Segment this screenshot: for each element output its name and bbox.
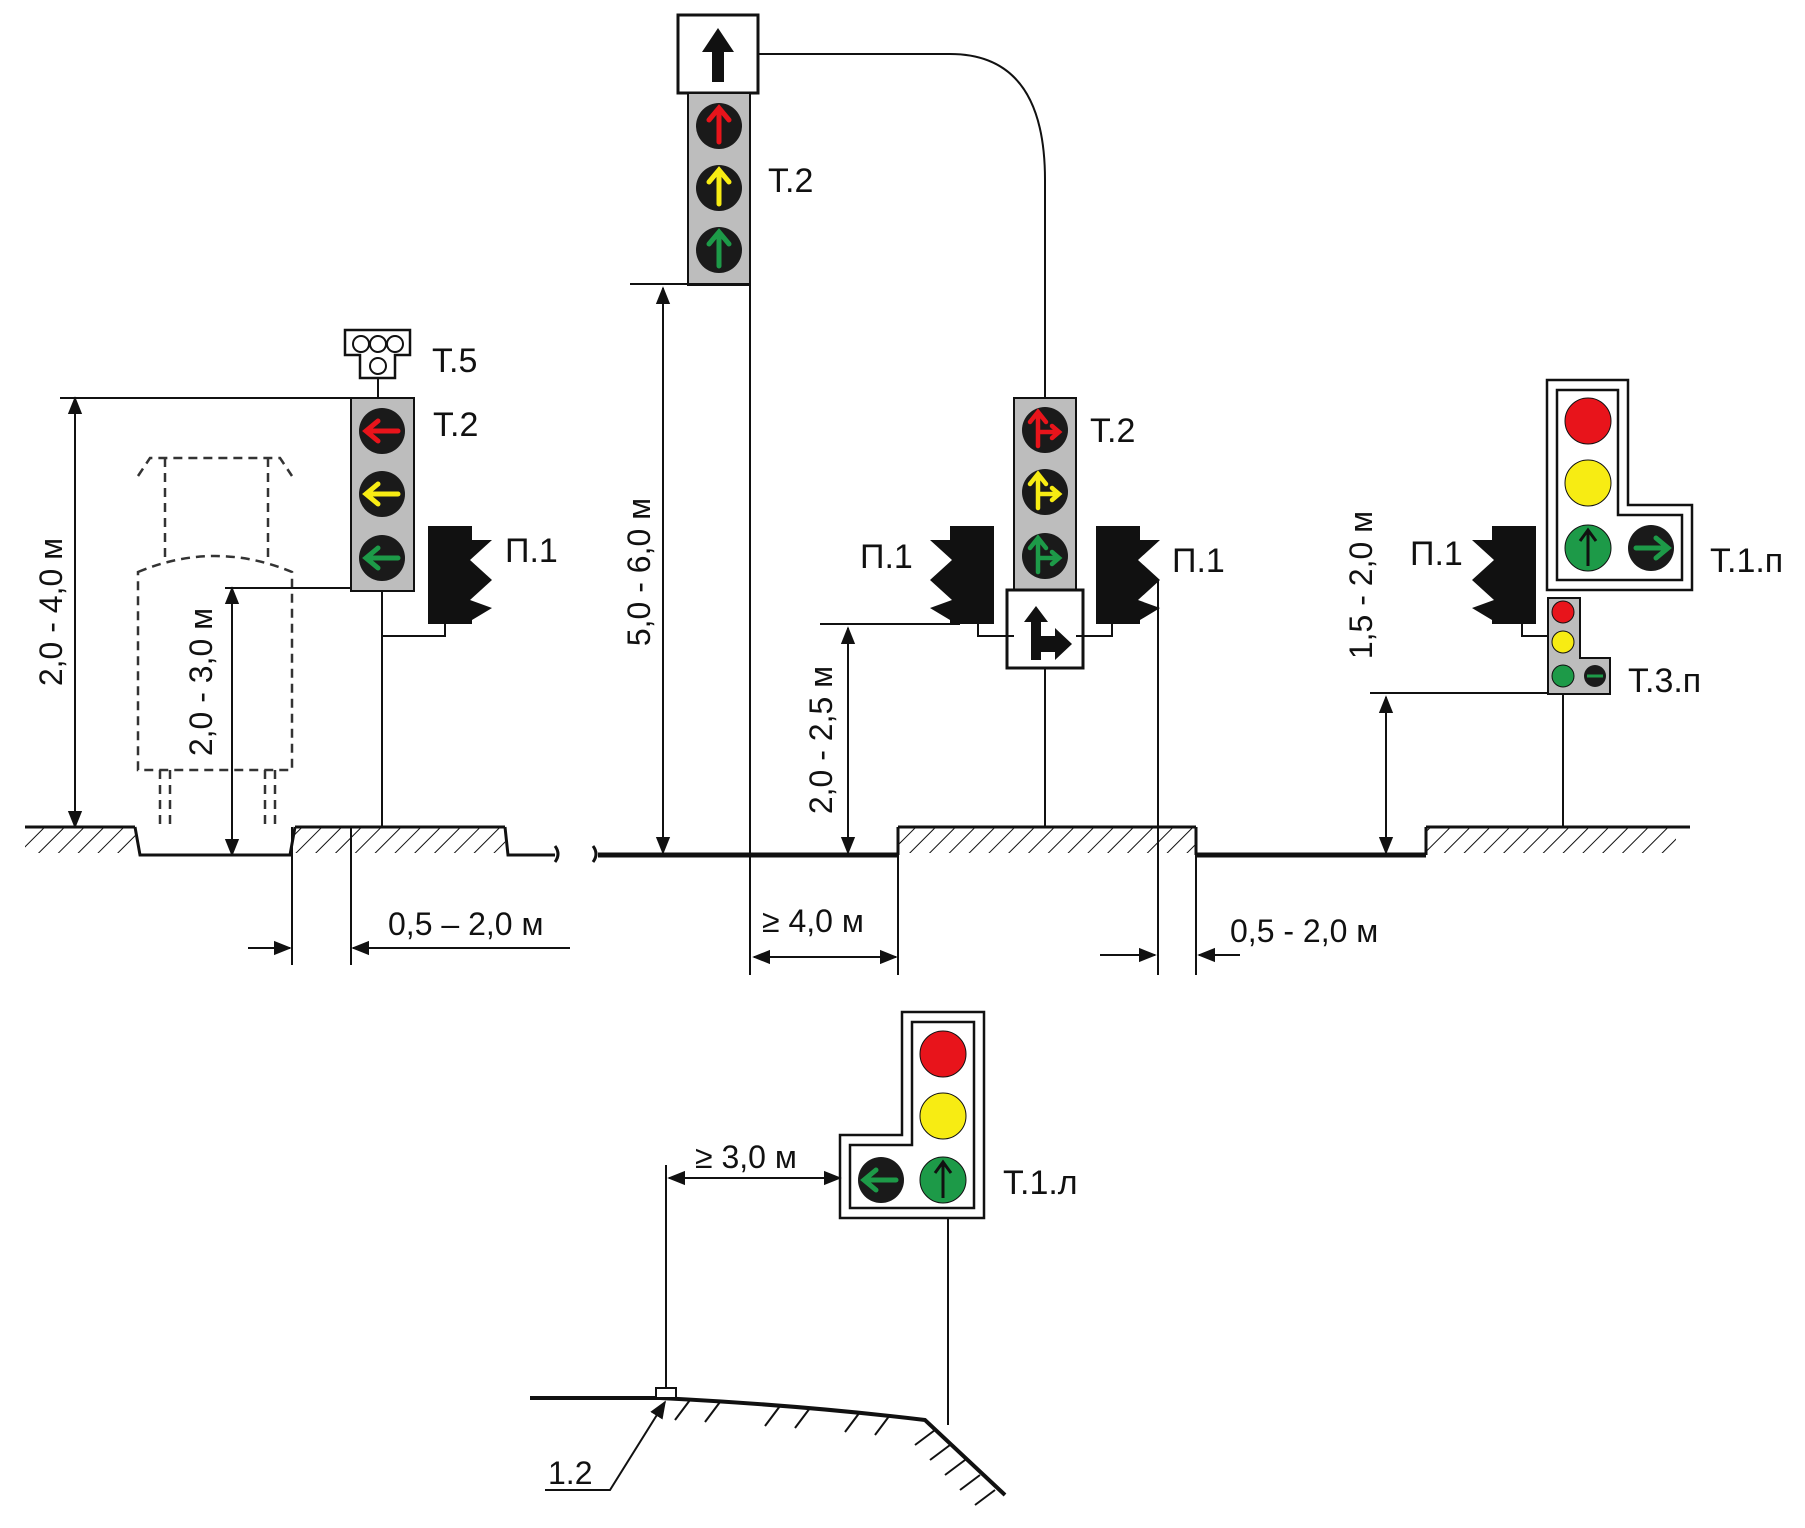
sign-straight-right [1005,588,1085,827]
dim-5-6m: 5,0 - 6,0 м [621,498,657,646]
arrow-up-icon [933,1159,953,1198]
dim-lines-center [630,283,1240,975]
label-t2-left: Т.2 [433,406,478,444]
arrow-up-icon [706,104,732,269]
ground-left [25,825,598,863]
dim-05-2m-right: 0,5 - 2,0 м [1230,913,1378,949]
dim-lines-right [1370,692,1548,855]
label-p1-left: П.1 [505,532,558,570]
ground-center [598,825,1690,858]
signal-side-p1-center-left [930,526,1014,637]
vehicle-outline [136,456,294,827]
signal-side-p1-center-right [1076,526,1160,637]
label-t3p: Т.3.п [1628,662,1701,700]
dim-05-2m-left: 0,5 – 2,0 м [388,906,543,942]
traffic-light-t1l [838,1010,986,1425]
arrow-right-icon [1633,535,1672,561]
dim-2-4m: 2,0 - 4,0 м [33,538,69,686]
sign-straight [676,13,760,95]
arrow-straight-right-icon [1024,606,1072,660]
dim-2-25m: 2,0 - 2,5 м [803,666,839,814]
mast-center [749,53,1046,975]
arrow-up-icon [702,28,734,82]
arrow-left-icon [860,1167,899,1193]
label-p1-center-right: П.1 [1172,542,1225,580]
dim-ge3m: ≥ 3,0 м [695,1139,797,1175]
label-t2-top: Т.2 [768,162,813,200]
dim-2-3m: 2,0 - 3,0 м [183,608,219,756]
label-t2-center: Т.2 [1090,412,1135,450]
traffic-light-t1p [1545,378,1694,592]
embankment-ground [530,1165,1007,1506]
label-t5: Т.5 [432,342,477,380]
label-p1-right: П.1 [1410,535,1463,573]
traffic-light-t2-center [1013,397,1077,591]
signal-side-p1-right [1472,526,1548,637]
dim-15-2m: 1,5 - 2,0 м [1343,511,1379,659]
dim-ge4m: ≥ 4,0 м [762,903,864,939]
label-marking-12: 1.2 [548,1455,592,1491]
arrow-straight-right-icon [1027,408,1063,575]
label-t1p: Т.1.п [1710,542,1783,580]
dim-lines-left [60,396,570,965]
arrow-up-icon [1578,527,1598,566]
traffic-light-t2-top [687,92,751,286]
tram-signal-t5 [343,328,412,398]
traffic-light-t2-left [350,397,415,827]
signal-side-p1-left [382,526,492,637]
arrow-left-icon [362,418,401,571]
label-p1-center-left: П.1 [860,538,913,576]
traffic-light-t3p [1547,597,1611,827]
label-t1l: Т.1.л [1003,1164,1078,1202]
